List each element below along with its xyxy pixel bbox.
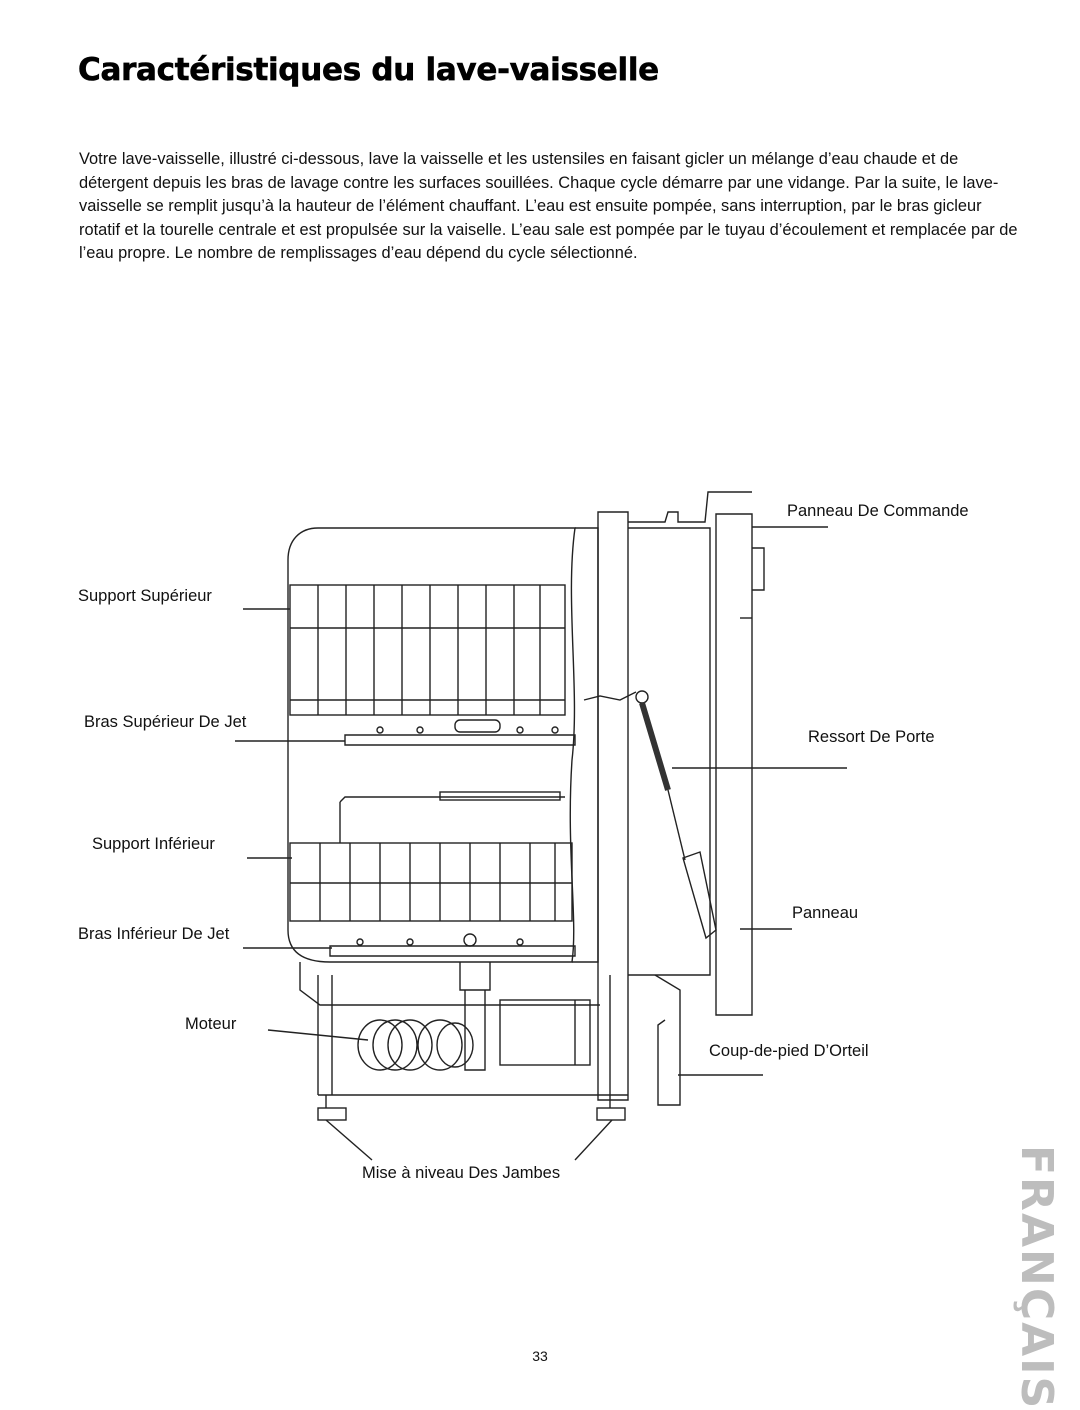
label-motor: Moteur [185, 1015, 237, 1033]
label-lower-rack: Support Inférieur [92, 835, 215, 853]
label-panel: Panneau [792, 904, 858, 922]
label-leveling-legs: Mise à niveau Des Jambes [362, 1164, 560, 1182]
label-lower-spray-arm: Bras Inférieur De Jet [78, 925, 230, 943]
label-control-panel: Panneau De Commande [787, 502, 969, 520]
page-title: Caractéristiques du lave-vaisselle [78, 52, 660, 89]
language-side-tab-label: FRANÇAIS [1011, 1145, 1062, 1410]
label-toe-kick: Coup-de-pied D’Orteil [709, 1042, 869, 1060]
label-door-spring: Ressort De Porte [808, 728, 935, 746]
dishwasher-diagram: Support Supérieur Bras Supérieur De Jet … [78, 491, 969, 1182]
page-number: 33 [532, 1348, 548, 1364]
label-upper-rack: Support Supérieur [78, 587, 212, 605]
intro-paragraph: Votre lave-vaisselle, illustré ci-dessou… [79, 150, 1018, 263]
label-upper-spray-arm: Bras Supérieur De Jet [84, 713, 247, 731]
